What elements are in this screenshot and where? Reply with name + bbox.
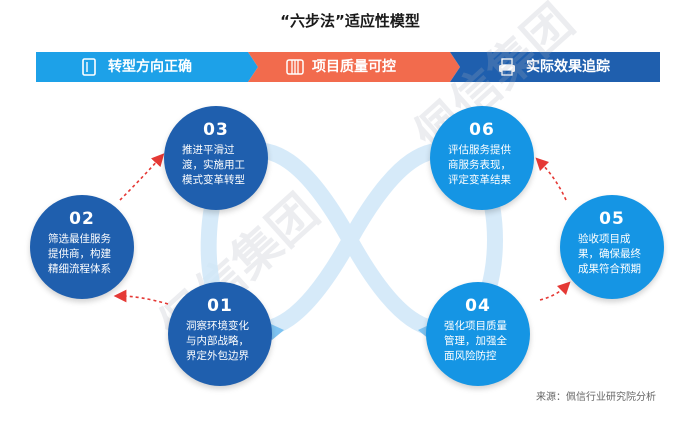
step-text: 洞察环境变化与内部战略，界定外包边界 bbox=[186, 320, 249, 362]
step-text: 强化项目质量管理，加强全面风险防控 bbox=[444, 320, 507, 362]
step-number: 05 bbox=[599, 209, 625, 229]
arrow-01-to-02 bbox=[113, 289, 169, 305]
step-node-06: 06 评估服务提供商服务表现，评定变革结果 bbox=[430, 106, 534, 210]
step-text: 验收项目成果，确保最终成果符合预期 bbox=[578, 233, 641, 275]
step-number: 06 bbox=[469, 120, 495, 140]
step-node-04: 04 强化项目质量管理，加强全面风险防控 bbox=[426, 282, 530, 386]
step-text: 推进平滑过渡，实施用工模式变革转型 bbox=[182, 144, 245, 186]
step-text: 筛选最佳服务提供商，构建精细流程体系 bbox=[48, 233, 111, 275]
door-icon bbox=[78, 56, 100, 78]
diagram-title: “六步法”适应性模型 bbox=[280, 12, 420, 30]
printer-icon bbox=[496, 56, 518, 78]
step-number: 01 bbox=[207, 296, 233, 316]
step-node-03: 03 推进平滑过渡，实施用工模式变革转型 bbox=[164, 106, 268, 210]
step-number: 03 bbox=[203, 120, 229, 140]
columns-icon bbox=[284, 56, 306, 78]
arrow-05-to-06 bbox=[535, 157, 567, 201]
step-node-01: 01 洞察环境变化与内部战略，界定外包边界 bbox=[168, 282, 272, 386]
step-number: 02 bbox=[69, 209, 95, 229]
step-node-05: 05 验收项目成果，确保最终成果符合预期 bbox=[560, 195, 664, 299]
banner-label-1: 转型方向正确 bbox=[108, 59, 192, 75]
banner-label-2: 项目质量可控 bbox=[312, 59, 396, 75]
arrow-04-to-05 bbox=[539, 281, 571, 301]
step-node-02: 02 筛选最佳服务提供商，构建精细流程体系 bbox=[30, 195, 134, 299]
step-text: 评估服务提供商服务表现，评定变革结果 bbox=[448, 144, 511, 186]
arrow-02-to-03 bbox=[119, 153, 165, 201]
banner-label-3: 实际效果追踪 bbox=[526, 59, 610, 75]
source-note: 来源：佩信行业研究院分析 bbox=[536, 392, 656, 403]
step-number: 04 bbox=[465, 296, 491, 316]
